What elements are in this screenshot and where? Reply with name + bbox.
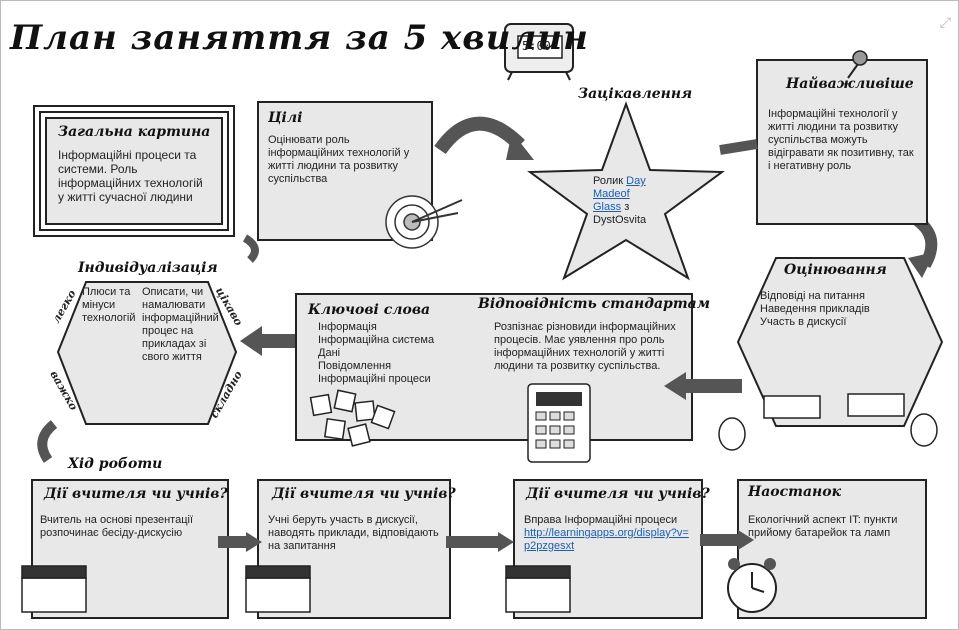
important-heading: Найважливіше (786, 76, 914, 92)
big-picture-heading: Загальна картина (58, 124, 211, 140)
clock-icon (504, 23, 574, 81)
individualization-heading: Індивідуалізація (78, 260, 218, 276)
important-text: Інформаційні технології у житті людини т… (768, 108, 914, 172)
keyword-item: Інформаційні процеси (318, 373, 431, 385)
assessment-hexagon (736, 257, 944, 427)
step1-heading: Дії вчителя чи учнів? (44, 486, 228, 502)
page-title: План заняття за 5 хвилин (10, 18, 589, 58)
goals-heading: Цілі (268, 110, 303, 126)
individualization-col1: Плюси та мінуси технологій (82, 286, 136, 324)
big-picture-text: Інформаційні процеси та системи. Роль ін… (58, 148, 203, 204)
calculator-icon (527, 383, 591, 463)
clock-display: 5:00 (522, 39, 551, 53)
hook-text: Ролик Day Madeof Glass з DystOsvita (593, 175, 655, 227)
assessment-heading: Оцінювання (784, 262, 887, 278)
hook-prefix: Ролик (593, 175, 624, 187)
assessment-item: Участь в дискусії (760, 316, 847, 328)
scrabble-tiles-icon (309, 389, 396, 447)
final-text: Екологічний аспект IT: пункти прийому ба… (748, 514, 898, 539)
hook-suffix: з DystOsvita (593, 201, 647, 226)
goals-text: Оцінювати роль інформаційних технологій … (268, 134, 410, 185)
step2-text: Учні беруть участь в дискусії, наводять … (268, 514, 439, 552)
clapperboard-icon (21, 565, 571, 613)
standards-text: Розпізнає різновиди інформаційних процес… (494, 321, 676, 372)
hook-video-link[interactable]: Day Madeof Glass (593, 175, 646, 213)
step3-heading: Дії вчителя чи учнів? (526, 486, 710, 502)
alarm-clock-icon (727, 558, 777, 613)
individualization-hexagon (56, 281, 238, 425)
assessment-item: Наведення прикладів (760, 303, 870, 315)
individualization-col2: Описати, чи намалювати інформаційний про… (142, 286, 219, 363)
final-heading: Наостанок (748, 484, 842, 500)
keyword-item: Інформаційна система (318, 334, 435, 346)
keyword-item: Інформація (318, 321, 377, 333)
keywords-heading: Ключові слова (308, 302, 431, 318)
step3-text: Вправа Інформаційні процеси http://learn… (524, 514, 694, 553)
keyword-item: Дані (318, 347, 341, 359)
learningapps-link[interactable]: http://learningapps.org/display?v=p2pzge… (524, 527, 689, 552)
expand-icon[interactable]: ⤢ (939, 14, 951, 30)
step3-label: Вправа Інформаційні процеси (524, 514, 678, 526)
keyword-item: Повідомлення (318, 360, 392, 372)
step2-heading: Дії вчителя чи учнів? (272, 486, 456, 502)
hook-heading: Зацікавлення (578, 86, 693, 102)
assessment-item: Відповіді на питання (760, 290, 865, 302)
hook-star (527, 101, 725, 281)
step1-text: Вчитель на основі презентації розпочинає… (40, 514, 194, 539)
workflow-heading: Хід роботи (68, 456, 163, 472)
target-icon (385, 195, 463, 249)
student-faces-icon (718, 413, 938, 451)
standards-heading: Відповідність стандартам (478, 296, 711, 312)
pin-icon (847, 50, 868, 79)
